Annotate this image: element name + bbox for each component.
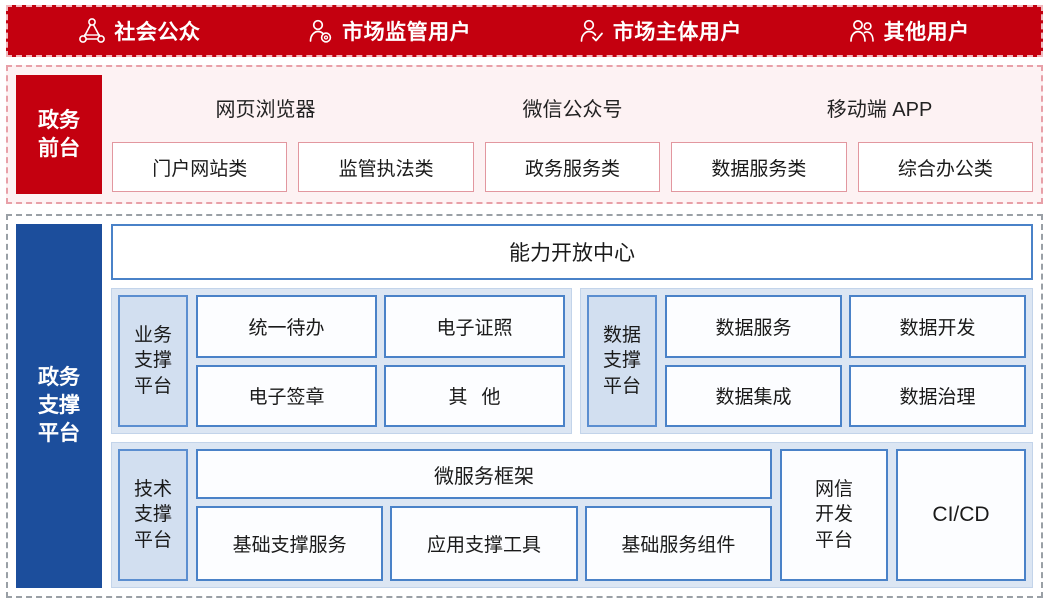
user-item-label: 市场主体用户 <box>612 21 742 44</box>
data-cell-data-integration[interactable]: 数据集成 <box>665 364 842 427</box>
business-cell-e-license[interactable]: 电子证照 <box>384 295 565 358</box>
business-tag-line2: 支撑 <box>133 350 172 372</box>
data-support-tag: 数据 支撑 平台 <box>587 295 657 427</box>
front-office-side-label-line1: 政务 <box>38 108 80 132</box>
wangxin-line2: 开发 <box>814 504 853 526</box>
business-cell-other[interactable]: 其他 <box>384 364 565 427</box>
support-side-label-line3: 平台 <box>38 421 80 445</box>
technology-tag-line1: 技术 <box>133 478 172 500</box>
support-platform-body: 能力开放中心 业务 支撑 平台 统一待办 电子证照 电子签章 其他 <box>111 224 1033 588</box>
user-band: 社会公众 市场监管用户 市场主体用户 <box>6 5 1043 57</box>
front-office-body: 网页浏览器 微信公众号 移动端 APP 门户网站类 监管执法类 政务服务类 数据… <box>112 75 1034 194</box>
community-network-icon <box>79 18 106 44</box>
support-side-label-line2: 支撑 <box>38 394 80 418</box>
wangxin-line3: 平台 <box>814 529 853 551</box>
user-item-label: 社会公众 <box>114 21 201 44</box>
business-tag-line3: 平台 <box>133 375 172 397</box>
front-office-card[interactable]: 门户网站类 <box>112 142 288 192</box>
front-office-card-list: 门户网站类 监管执法类 政务服务类 数据服务类 综合办公类 <box>112 142 1034 194</box>
user-item-label: 其他用户 <box>883 21 970 44</box>
data-cell-data-service[interactable]: 数据服务 <box>665 295 842 358</box>
front-office-card[interactable]: 监管执法类 <box>298 142 474 192</box>
user-item-others[interactable]: 其他用户 <box>849 16 970 46</box>
tech-cell-basic-support-service[interactable]: 基础支撑服务 <box>196 506 384 581</box>
data-tag-line3: 平台 <box>602 375 641 397</box>
support-platform-section: 政务 支撑 平台 能力开放中心 业务 支撑 平台 统一待办 电子证照 电子签章 <box>6 214 1043 598</box>
front-office-channel-web: 网页浏览器 <box>215 99 316 121</box>
front-office-card[interactable]: 政务服务类 <box>484 142 661 192</box>
cicd-label: CI/CD <box>932 502 990 526</box>
technology-middle-column: 微服务框架 基础支撑服务 应用支撑工具 基础服务组件 <box>196 449 772 581</box>
wangxin-line1: 网信 <box>814 478 853 500</box>
front-office-side-label: 政务 前台 <box>16 75 102 194</box>
user-item-public[interactable]: 社会公众 <box>79 16 200 46</box>
business-support-panel: 业务 支撑 平台 统一待办 电子证照 电子签章 其他 <box>111 288 572 434</box>
business-and-data-row: 业务 支撑 平台 统一待办 电子证照 电子签章 其他 数据 支撑 <box>111 288 1033 434</box>
capability-open-center-box[interactable]: 能力开放中心 <box>111 224 1033 280</box>
tech-cell-app-support-tools[interactable]: 应用支撑工具 <box>390 506 578 581</box>
business-tag-line1: 业务 <box>133 324 172 346</box>
support-side-label-line1: 政务 <box>38 366 80 390</box>
technology-support-panel: 技术 支撑 平台 微服务框架 基础支撑服务 应用支撑工具 基础服务组件 网信 <box>111 442 1033 588</box>
data-tag-line2: 支撑 <box>602 350 641 372</box>
business-support-tag: 业务 支撑 平台 <box>118 295 188 427</box>
technology-tag-line2: 支撑 <box>133 504 172 526</box>
user-item-regulator[interactable]: 市场监管用户 <box>307 16 471 46</box>
user-item-market-entity[interactable]: 市场主体用户 <box>578 16 742 46</box>
support-platform-side-label: 政务 支撑 平台 <box>16 224 102 588</box>
technology-row: 技术 支撑 平台 微服务框架 基础支撑服务 应用支撑工具 基础服务组件 网信 <box>111 442 1033 588</box>
data-cell-data-development[interactable]: 数据开发 <box>849 295 1026 358</box>
microservice-framework-box[interactable]: 微服务框架 <box>196 449 772 499</box>
technology-tag-line3: 平台 <box>133 529 172 551</box>
front-office-section: 政务 前台 网页浏览器 微信公众号 移动端 APP 门户网站类 监管执法类 政务… <box>6 65 1043 204</box>
data-cell-data-governance[interactable]: 数据治理 <box>849 364 1026 427</box>
user-item-label: 市场监管用户 <box>342 21 472 44</box>
front-office-side-label-line2: 前台 <box>38 136 80 160</box>
technology-support-tag: 技术 支撑 平台 <box>118 449 188 581</box>
front-office-channel-mobile: 移动端 APP <box>826 99 933 121</box>
person-check-icon <box>578 18 604 44</box>
user-group-icon <box>849 18 875 44</box>
wangxin-dev-platform-box[interactable]: 网信 开发 平台 <box>780 449 888 581</box>
person-gear-icon <box>307 18 333 44</box>
business-cell-unified-todo[interactable]: 统一待办 <box>196 295 377 358</box>
data-support-panel: 数据 支撑 平台 数据服务 数据开发 数据集成 数据治理 <box>580 288 1033 434</box>
tech-cell-basic-service-component[interactable]: 基础服务组件 <box>584 506 772 581</box>
front-office-card[interactable]: 综合办公类 <box>857 142 1034 192</box>
front-office-card[interactable]: 数据服务类 <box>671 142 847 192</box>
data-support-grid: 数据服务 数据开发 数据集成 数据治理 <box>665 295 1026 427</box>
business-support-grid: 统一待办 电子证照 电子签章 其他 <box>196 295 565 427</box>
front-office-channel-wechat: 微信公众号 <box>522 99 623 121</box>
data-tag-line1: 数据 <box>602 324 641 346</box>
business-cell-e-signature[interactable]: 电子签章 <box>196 364 377 427</box>
front-office-channel-list: 网页浏览器 微信公众号 移动端 APP <box>112 75 1033 142</box>
cicd-box[interactable]: CI/CD <box>896 449 1026 581</box>
technology-tool-list: 基础支撑服务 应用支撑工具 基础服务组件 <box>196 506 772 581</box>
